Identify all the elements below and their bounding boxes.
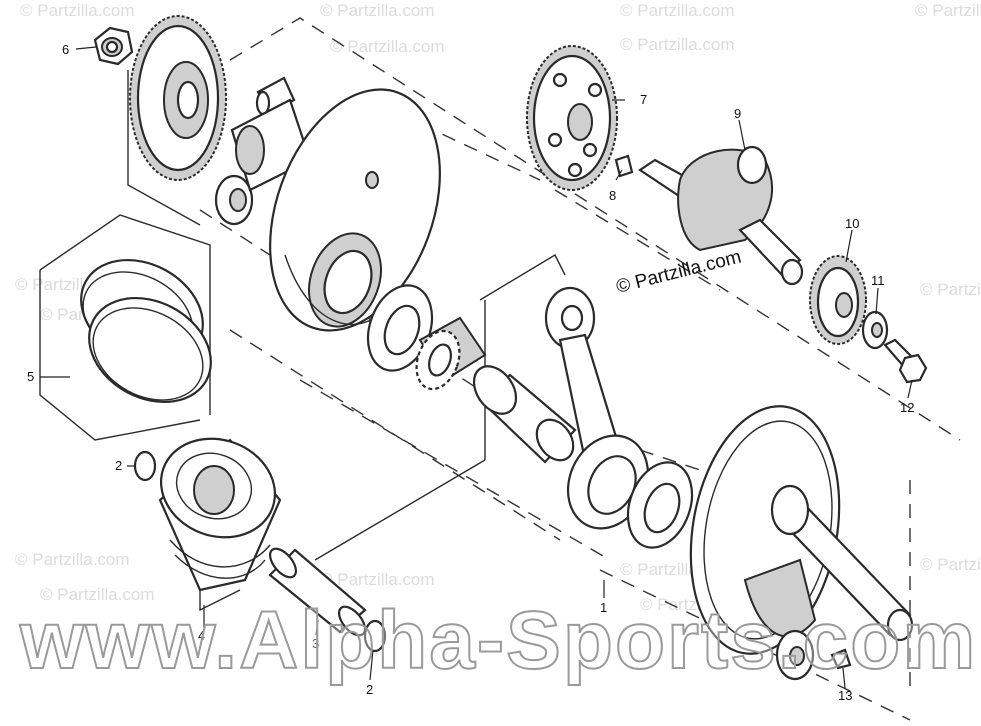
callout-10: 10 (845, 216, 859, 231)
callout-3: 3 (312, 636, 319, 651)
part-13-key (830, 648, 852, 670)
callout-5: 5 (27, 369, 34, 384)
callout-1: 1 (600, 600, 607, 615)
part-11-washer (861, 310, 889, 350)
bracket-frames (39, 70, 566, 612)
part-7-gear (526, 45, 618, 191)
crank-pin (472, 365, 577, 464)
callout-4: 4 (198, 628, 205, 643)
part-3-piston-pin (268, 547, 367, 637)
callout-13: 13 (838, 688, 852, 703)
dowel-pin-top (255, 76, 296, 116)
callout-7: 7 (640, 92, 647, 107)
copyright-notice: © Partzilla.com (614, 247, 743, 298)
watermark-text: © Partzilla.com (320, 1, 435, 20)
part-10-small-gear (809, 255, 867, 345)
thrust-washer-right (626, 461, 694, 549)
watermark-text: © Partzilla.com (620, 1, 735, 20)
watermark-text: © Partzilla.com (920, 280, 981, 299)
callout-12: 12 (900, 400, 914, 415)
callout-leaders (40, 46, 913, 689)
callout-9: 9 (734, 106, 741, 121)
thrust-washer-middle (366, 284, 434, 372)
crankshaft-left-half (230, 88, 441, 332)
site-watermark: www.Alpha-Sports.com (19, 595, 977, 686)
drive-gear-left (129, 15, 227, 181)
watermark-text: © Partzilla.com (20, 1, 135, 20)
callout-8: 8 (609, 188, 616, 203)
watermark-text: © Partzilla.com (15, 550, 130, 569)
part-9-balancer-shaft (638, 145, 804, 286)
watermark-text: © Partzilla.com (915, 1, 981, 20)
part-4-piston (158, 437, 282, 592)
washer-left (214, 174, 254, 226)
part-8-key (614, 154, 634, 178)
part-2-circlip-lower (363, 619, 387, 653)
callout-11: 11 (871, 273, 885, 288)
watermark-text: © Partzilla.com (320, 570, 435, 589)
part-1-crankshaft-right-half (689, 405, 914, 655)
callout-2-upper: 2 (115, 458, 122, 473)
watermark-text: © Partzilla.com (40, 585, 155, 604)
watermark-text: © Partzilla.com (920, 555, 981, 574)
part-6-nut (93, 26, 134, 66)
needle-bearing (415, 316, 487, 391)
part-2-circlip-upper (133, 450, 157, 482)
watermark-text: © Partzilla.com (330, 37, 445, 56)
callout-6: 6 (62, 42, 69, 57)
watermark-text: © Partzilla.com (620, 35, 735, 54)
callout-labels: 6 7 8 9 10 11 12 5 2 1 2 3 4 13 (27, 42, 914, 703)
callout-2-lower: 2 (366, 682, 373, 697)
part-5-piston-rings (80, 258, 212, 404)
washer-bottom-right (775, 629, 815, 681)
part-12-bolt (883, 338, 928, 384)
